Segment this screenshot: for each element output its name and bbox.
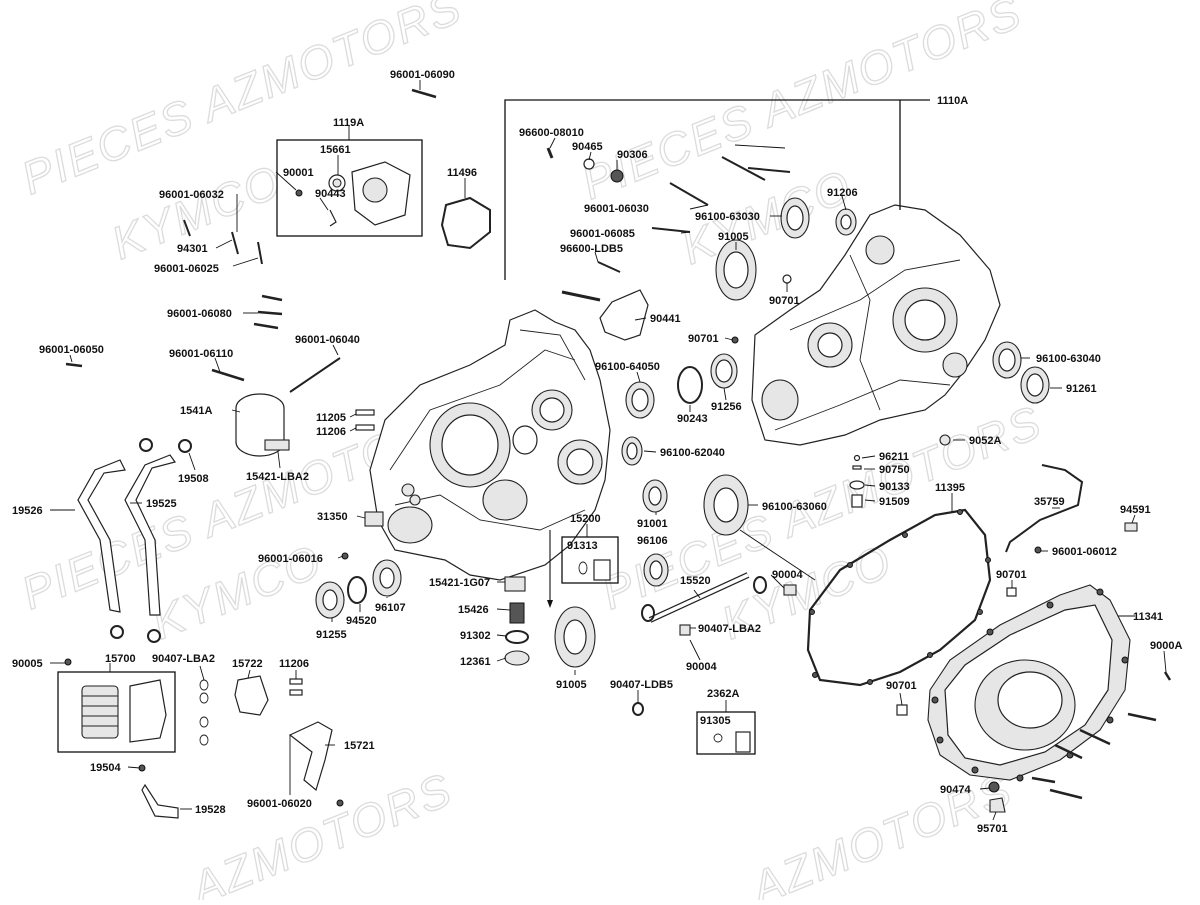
part-label: 96001-06016: [258, 553, 323, 565]
part-label: 35759: [1034, 496, 1065, 508]
part-label: 15426: [458, 604, 489, 616]
part-label: 19508: [178, 473, 209, 485]
part-label: 96001-06050: [39, 344, 104, 356]
part-label: 96100-63060: [762, 501, 827, 513]
part-label: 96100-63040: [1036, 353, 1101, 365]
leader-lines: [50, 80, 1167, 821]
part-label: 90306: [617, 149, 648, 161]
part-label: 91509: [879, 496, 910, 508]
part-label: 11395: [935, 482, 965, 494]
part-label: 90465: [572, 141, 603, 153]
part-labels: 96001-06090 1110A 1119A 15661 90001 9044…: [12, 69, 1182, 835]
part-label: 91005: [556, 679, 587, 691]
part-label: 90441: [650, 313, 681, 325]
part-label: 91001: [637, 518, 668, 530]
part-label: 15421-LBA2: [246, 471, 309, 483]
watermark-text: AZMOTORS: [181, 763, 459, 900]
part-label: 1119A: [333, 117, 364, 129]
part-label: 90701: [996, 569, 1027, 581]
part-label: 31350: [317, 511, 348, 523]
part-label: 19526: [12, 505, 43, 517]
part-label: 91305: [700, 715, 731, 727]
part-label: 96211: [879, 451, 909, 463]
part-label: 11205: [316, 412, 346, 424]
part-label: 91256: [711, 401, 742, 413]
part-label: 90243: [677, 413, 708, 425]
part-label: 1541A: [180, 405, 212, 417]
part-label: 90701: [688, 333, 719, 345]
part-label: 11341: [1133, 611, 1163, 623]
part-label: 15520: [680, 575, 711, 587]
part-label: 96001-06032: [159, 189, 224, 201]
part-label: 96001-06085: [570, 228, 635, 240]
left-crankcase: [369, 309, 611, 581]
part-label: 96001-06030: [584, 203, 649, 215]
part-label: 90407-LDB5: [610, 679, 673, 691]
part-label: 15200: [570, 513, 601, 525]
part-label: 11206: [316, 426, 346, 438]
part-label: 9000A: [1150, 640, 1182, 652]
part-label: 90407-LBA2: [152, 653, 215, 665]
part-label: 90004: [772, 569, 803, 581]
part-label: 91206: [827, 187, 858, 199]
part-label: 15722: [232, 658, 263, 670]
part-label: 96100-62040: [660, 447, 725, 459]
part-label: 9052A: [969, 435, 1001, 447]
part-label: 94301: [177, 243, 208, 255]
part-label: 11206: [279, 658, 309, 670]
part-label: 15421-1G07: [429, 577, 490, 589]
part-label: 91302: [460, 630, 491, 642]
part-label: 90474: [940, 784, 971, 796]
part-label: 11496: [447, 167, 477, 179]
part-label: 15700: [105, 653, 136, 665]
part-label: 90750: [879, 464, 910, 476]
part-label: 96001-06012: [1052, 546, 1117, 558]
part-label: 90005: [12, 658, 43, 670]
part-label: 15721: [344, 740, 375, 752]
part-label: 91255: [316, 629, 347, 641]
part-label: 15661: [320, 144, 351, 156]
part-label: 96600-08010: [519, 127, 584, 139]
assembly-frames: [57, 99, 930, 755]
part-label: 91261: [1066, 383, 1097, 395]
part-label: 94520: [346, 615, 377, 627]
part-label: 96001-06020: [247, 798, 312, 810]
part-label: 90701: [769, 295, 800, 307]
part-label: 90443: [315, 188, 346, 200]
transmission-cover: [927, 584, 1131, 782]
part-label: 96107: [375, 602, 406, 614]
part-label: 19528: [195, 804, 226, 816]
part-label: 96001-06040: [295, 334, 360, 346]
part-label: 96001-06025: [154, 263, 219, 275]
part-label: 90001: [283, 167, 314, 179]
part-label: 96001-06090: [390, 69, 455, 81]
part-label: 95701: [977, 823, 1008, 835]
part-label: 90133: [879, 481, 910, 493]
part-label: 91313: [567, 540, 598, 552]
part-label: 91005: [718, 231, 749, 243]
part-label: 96600-LDB5: [560, 243, 623, 255]
part-label: 2362A: [707, 688, 739, 700]
part-label: 1110A: [937, 95, 968, 107]
part-label: 19525: [146, 498, 177, 510]
part-label: 96100-63030: [695, 211, 760, 223]
part-label: 12361: [460, 656, 491, 668]
part-label: 90004: [686, 661, 717, 673]
cover-gasket: [806, 508, 992, 687]
small-parts: [64, 88, 1172, 819]
part-label: 90407-LBA2: [698, 623, 761, 635]
part-label: 96106: [637, 535, 668, 547]
right-crankcase: [751, 204, 1001, 446]
part-label: 96001-06110: [169, 348, 233, 360]
part-label: 96001-06080: [167, 308, 232, 320]
part-label: 90701: [886, 680, 917, 692]
part-label: 96100-64050: [595, 361, 660, 373]
part-label: 19504: [90, 762, 121, 774]
part-label: 94591: [1120, 504, 1151, 516]
